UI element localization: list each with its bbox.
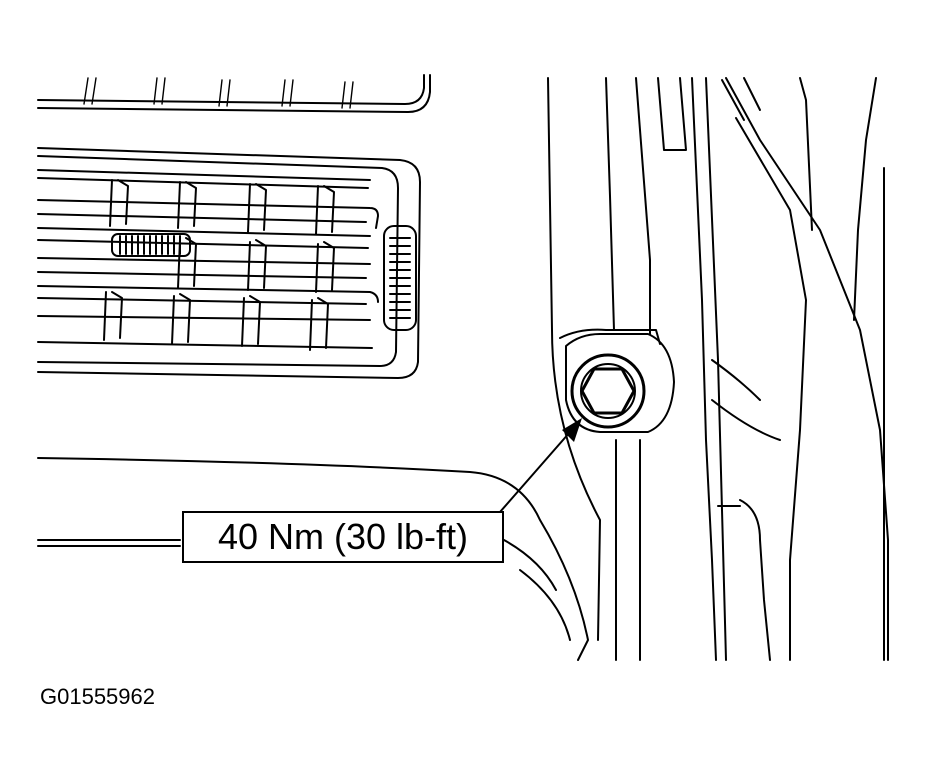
figure-id: G01555962 — [40, 684, 155, 709]
air-vent-register — [37, 147, 421, 379]
lower-dash-contour — [37, 457, 589, 661]
torque-spec-callout: 40 Nm (30 lb-ft) — [182, 511, 504, 563]
upper-dash-panel — [37, 74, 431, 113]
pillar-structure — [547, 77, 889, 661]
hex-bolt — [570, 353, 646, 429]
leader-arrow — [499, 418, 582, 513]
